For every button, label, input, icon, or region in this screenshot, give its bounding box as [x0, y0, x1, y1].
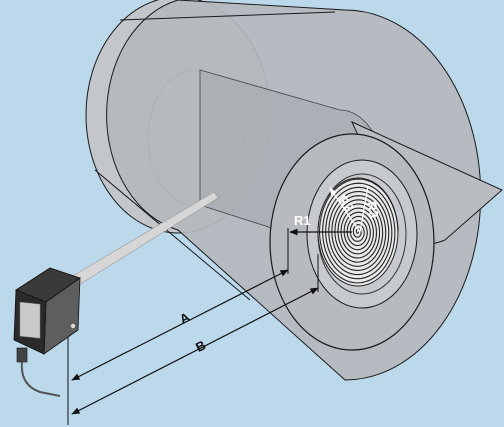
dimension-line-b — [71, 287, 319, 415]
roll-top-edge — [119, 11, 336, 21]
r2-arrow — [329, 187, 361, 233]
laser-sensor — [13, 267, 81, 397]
label-a: A — [177, 309, 193, 327]
label-r3: R3 — [364, 200, 382, 219]
label-b: B — [193, 337, 208, 355]
core-spiral — [317, 177, 399, 287]
label-r1: R1 — [294, 213, 311, 228]
dimension-line-a — [71, 269, 289, 381]
r3-arrow — [359, 185, 369, 233]
